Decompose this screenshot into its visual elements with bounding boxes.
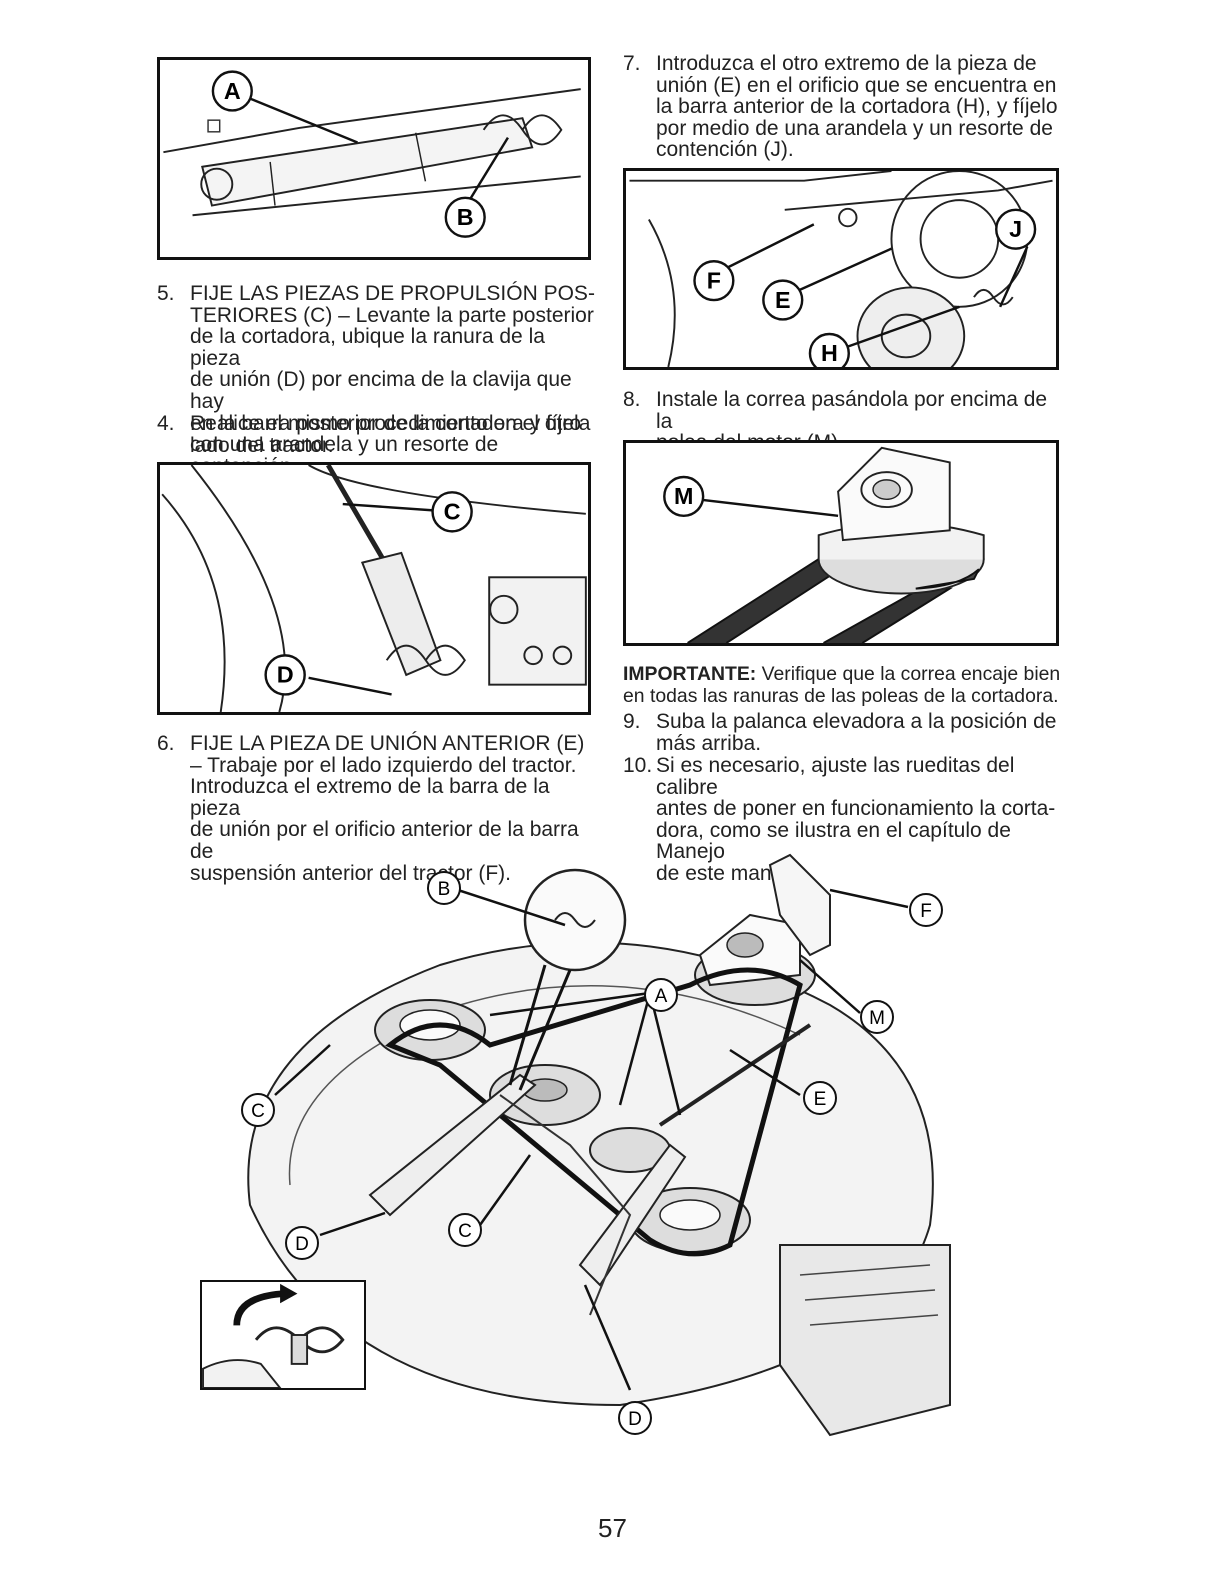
step-5-line: TERIORES (C) – Levante la parte posterio…: [190, 303, 594, 327]
step-4: 4. Realice el mismo procedimiento en el …: [157, 413, 597, 456]
callout-f-circle: [909, 893, 943, 927]
callout-c-circle: [448, 1213, 482, 1247]
figure-motor-pulley-drawing: [687, 446, 985, 643]
callout-b: B: [457, 204, 474, 230]
callout-c: C: [444, 499, 461, 525]
callout-j: J: [1009, 216, 1022, 242]
callout-h-circle: [808, 332, 850, 367]
step-10-line: de este manual.: [656, 861, 806, 885]
callout-e: E: [775, 287, 791, 313]
step-10-line: dora, como se ilustra en el capítulo de …: [656, 818, 1011, 864]
figure-rear-link: C D: [157, 462, 591, 715]
callout-a: A: [224, 78, 241, 104]
figure-link-clip-callouts: A B: [211, 70, 486, 238]
step-5-number: 5.: [157, 282, 175, 305]
step-9-line: más arriba.: [656, 731, 762, 755]
callout-d-circle: [618, 1401, 652, 1435]
callout-e: E: [814, 1089, 827, 1110]
step-4-number: 4.: [157, 412, 175, 435]
callout-c: C: [458, 1221, 472, 1242]
step-8-line: Instale la correa pasándola por encima d…: [656, 388, 1048, 433]
figure-mower-deck: B A F M E C C D D: [190, 845, 990, 1445]
step-10: 10. Si es necesario, ajuste las rueditas…: [623, 755, 1063, 885]
step-10-line: antes de poner en funcionamiento la cort…: [656, 797, 1056, 821]
step-6-line: de unión por el orificio anterior de la …: [190, 818, 579, 863]
hand-icon: [202, 1359, 282, 1388]
callout-m: M: [869, 1008, 885, 1029]
step-6-line: FIJE LA PIEZA DE UNIÓN ANTERIOR (E): [190, 732, 585, 755]
callout-c: C: [251, 1101, 265, 1122]
callout-m: M: [674, 483, 693, 509]
callout-d: D: [277, 662, 294, 688]
figure-motor-pulley: M: [623, 440, 1059, 646]
step-6-line: – Trabaje por el lado izquierdo del trac…: [190, 753, 577, 777]
step-9: 9. Suba la palanca elevadora a la posici…: [623, 711, 1063, 754]
callout-h: H: [821, 340, 838, 366]
important-note: IMPORTANTE: Verifique que la correa enca…: [623, 663, 1063, 707]
step-7-line: por medio de una arandela y un resorte d…: [656, 116, 1053, 140]
figure-link-clip: A B: [157, 57, 591, 260]
step-9-number: 9.: [623, 710, 641, 733]
step-6-number: 6.: [157, 732, 175, 755]
page-number: 57: [598, 1513, 627, 1543]
figure-clip-inset: [200, 1280, 366, 1390]
step-7-number: 7.: [623, 52, 641, 75]
callout-e-circle: [803, 1081, 837, 1115]
step-7-line: unión (E) en el orificio que se encuentr…: [656, 73, 1057, 97]
callout-f: F: [707, 267, 721, 293]
figure-mower-deck-drawing: [247, 853, 951, 1437]
step-4-line: lado del tractor.: [190, 433, 334, 457]
callout-f-circle: [693, 260, 735, 302]
callout-d: D: [628, 1409, 642, 1430]
step-9-line: Suba la palanca elevadora a la posición …: [656, 710, 1057, 733]
callout-c-circle: [241, 1093, 275, 1127]
step-7-line: la barra anterior de la cortadora (H), y…: [656, 95, 1058, 119]
figure-front-link-callouts: F E H J: [693, 208, 1037, 367]
figure-mower-deck-callouts: B A F M E C C D D: [241, 871, 943, 1435]
step-10-number: 10.: [623, 754, 653, 777]
step-5: 5. FIJE LAS PIEZAS DE PROPULSIÓN POS- TE…: [157, 283, 597, 477]
step-7: 7. Introduzca el otro extremo de la piez…: [623, 53, 1063, 161]
callout-d-circle: [264, 654, 306, 696]
step-5-line: FIJE LAS PIEZAS DE PROPULSIÓN POS-: [190, 282, 595, 305]
callout-m-circle: [663, 475, 705, 518]
callout-f: F: [920, 901, 932, 922]
step-4-line: Realice el mismo procedimiento en el otr…: [190, 412, 582, 435]
callout-a: A: [655, 986, 668, 1007]
callout-a-circle: [644, 978, 678, 1012]
step-6: 6. FIJE LA PIEZA DE UNIÓN ANTERIOR (E) –…: [157, 733, 597, 884]
callout-m-circle: [860, 1000, 894, 1034]
callout-c-circle: [431, 491, 473, 533]
figure-motor-pulley-callouts: M: [663, 475, 705, 518]
step-8-number: 8.: [623, 388, 641, 411]
important-line-2: en todas las ranuras de las poleas de la…: [623, 685, 1059, 707]
important-line-1: Verifique que la correa encaje bien: [761, 663, 1061, 685]
step-5-line: de la cortadora, ubique la ranura de la …: [190, 325, 545, 370]
figure-rear-link-callouts: C D: [264, 491, 473, 696]
figure-clip-inset-drawing: [202, 1283, 345, 1388]
callout-b: B: [438, 879, 451, 900]
step-10-line: Si es necesario, ajuste las rueditas del…: [656, 754, 1015, 799]
callout-b-circle: [427, 871, 461, 905]
figure-front-link: F E H J: [623, 168, 1059, 370]
rotate-arrow-icon: [280, 1283, 298, 1304]
callout-a-circle: [211, 70, 253, 112]
callout-b-circle: [444, 196, 486, 238]
callout-j-circle: [995, 208, 1037, 250]
important-label: IMPORTANTE:: [623, 663, 757, 685]
step-7-line: contención (J).: [656, 138, 794, 162]
callout-d: D: [295, 1234, 309, 1255]
step-6-line: Introduzca el extremo de la barra de la …: [190, 775, 550, 820]
step-5-line: en la barra posterior de la cortadora y …: [190, 411, 591, 435]
figure-link-clip-drawing: [163, 88, 581, 217]
step-7-line: Introduzca el otro extremo de la pieza d…: [656, 52, 1037, 75]
callout-e-circle: [762, 279, 804, 321]
step-5-line: de unión (D) por encima de la clavija qu…: [190, 368, 572, 413]
callout-d-circle: [285, 1226, 319, 1260]
